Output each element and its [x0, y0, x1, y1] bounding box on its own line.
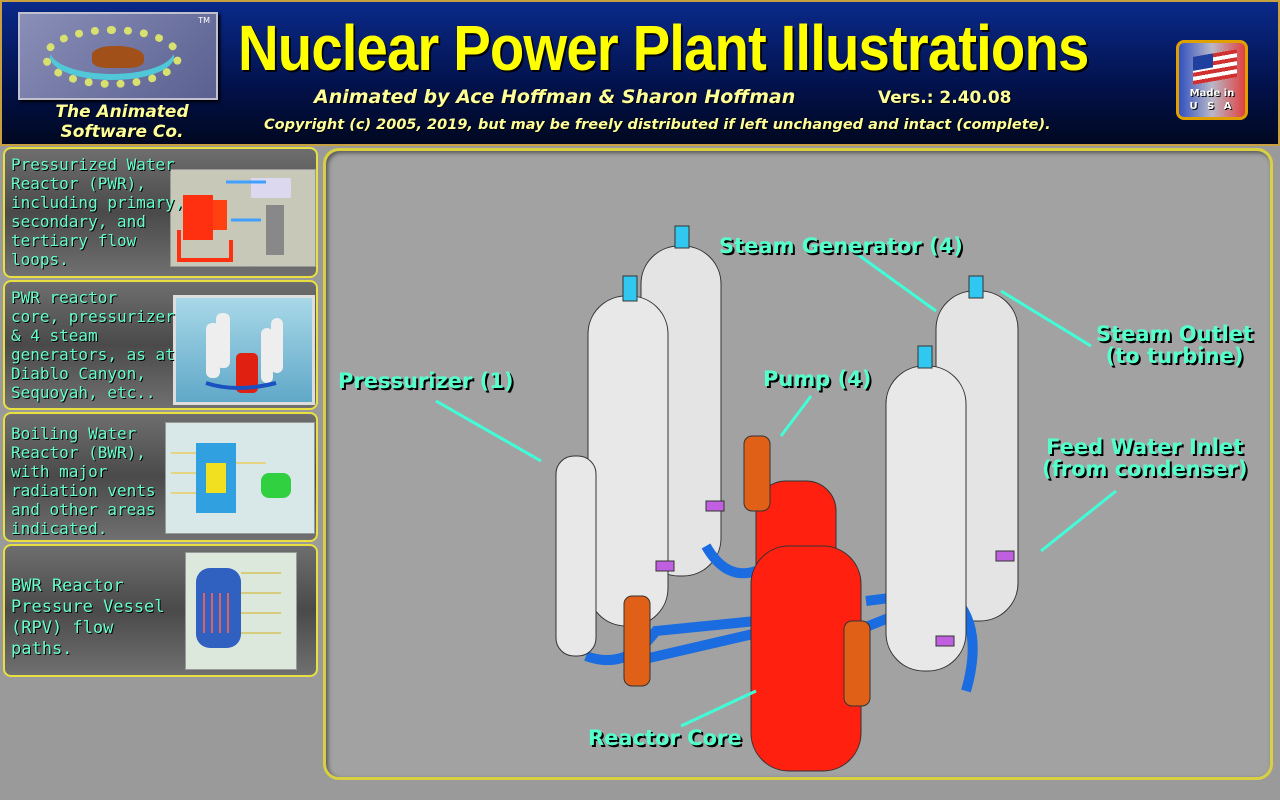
company-line2: Software Co. [60, 122, 184, 142]
page-title: Nuclear Power Plant Illustrations [238, 12, 1089, 84]
steam-nozzle [622, 275, 638, 302]
sidebar-item-pwr-flow-loops[interactable]: Pressurized Water Reactor (PWR), includi… [3, 147, 318, 278]
made-in-usa-badge[interactable]: Made in U S A [1176, 40, 1248, 120]
pwr-diagram [435, 225, 1117, 772]
trademark: TM [198, 16, 210, 25]
label-pressurizer: Pressurizer (1) [338, 369, 514, 393]
pressurizer-vessel [555, 455, 597, 657]
label-steam-outlet: Steam Outlet(to turbine) [1096, 323, 1253, 367]
label-reactor-core: Reactor Core [588, 726, 742, 750]
badge-line2: U S A [1189, 101, 1235, 112]
company-logo[interactable]: TM [18, 12, 218, 100]
pwr-diagram-panel: Steam Generator (4) Steam Outlet(to turb… [323, 148, 1273, 780]
steam-nozzle [968, 275, 984, 299]
steam-generator-front-left [587, 295, 669, 627]
steam-nozzle [674, 225, 690, 249]
version: Vers.: 2.40.08 [878, 88, 1012, 108]
bwr-rpv-thumbnail [185, 552, 297, 670]
pump [743, 435, 771, 512]
steam-generator-front-right [885, 365, 967, 672]
copyright: Copyright (c) 2005, 2019, but may be fre… [264, 117, 1051, 133]
sidebar-item-pwr-core[interactable]: PWR reactor core, pressurizer & 4 steam … [3, 280, 318, 410]
sidebar-item-label: BWR Reactor Pressure Vessel (RPV) flow p… [11, 576, 165, 659]
feed-inlet [655, 560, 675, 572]
label-steam-generator: Steam Generator (4) [719, 234, 963, 258]
sidebar-item-bwr-rpv[interactable]: BWR Reactor Pressure Vessel (RPV) flow p… [3, 544, 318, 677]
authors: Animated by Ace Hoffman & Sharon Hoffman [314, 86, 796, 108]
company-line1: The Animated [55, 102, 189, 122]
bwr-thumbnail [165, 422, 315, 534]
steam-outlet-line1: Steam Outlet [1096, 322, 1254, 346]
sidebar-item-bwr[interactable]: Boiling Water Reactor (BWR), with major … [3, 412, 318, 542]
steam-nozzle [917, 345, 933, 369]
sidebar-item-label: Boiling Water Reactor (BWR), with major … [11, 424, 156, 538]
sidebar-item-label: Pressurized Water Reactor (PWR), includi… [11, 155, 185, 269]
label-pump: Pump (4) [763, 367, 872, 391]
feed-water-line2: (from condenser) [1042, 457, 1248, 481]
pwr-thumbnail [170, 169, 316, 267]
badge-line1: Made in [1189, 88, 1235, 99]
pump [843, 620, 871, 707]
label-leader-lines [435, 244, 1117, 728]
pwr-core-thumbnail [173, 295, 315, 405]
sidebar-item-label: PWR reactor core, pressurizer & 4 steam … [11, 288, 175, 402]
feed-inlet [705, 500, 725, 512]
horse-icon [92, 46, 144, 68]
logo-ring-icon [42, 26, 182, 88]
pump [623, 595, 651, 687]
steam-outlet-line2: (to turbine) [1105, 344, 1244, 368]
us-flag-icon [1193, 49, 1237, 85]
label-feed-water: Feed Water Inlet(from condenser) [1042, 436, 1247, 480]
feed-inlet [935, 635, 955, 647]
feed-water-line1: Feed Water Inlet [1046, 435, 1244, 459]
feed-inlet [995, 550, 1015, 562]
